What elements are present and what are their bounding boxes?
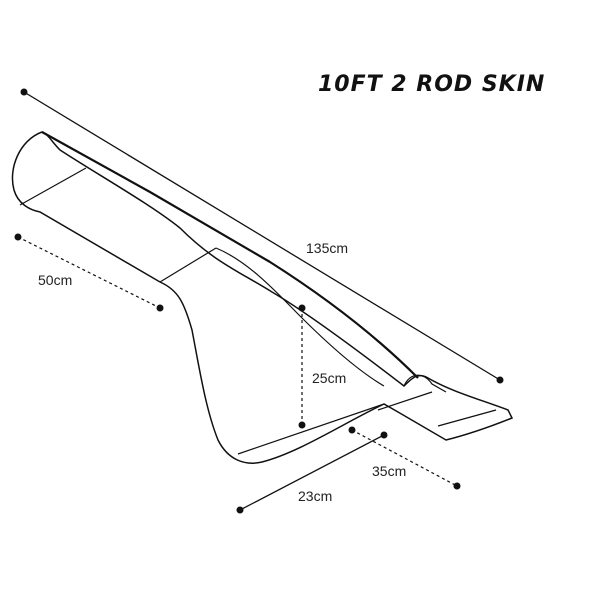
- rear-width-label: 35cm: [372, 463, 407, 479]
- rear-width-dot-end: [453, 482, 461, 490]
- base-width-dimension-line: [239, 434, 385, 511]
- front-width-label: 50cm: [38, 272, 73, 288]
- section-line-1: [159, 247, 217, 283]
- front-width-dot-end: [156, 304, 164, 312]
- front-width-dimension-line: [17, 236, 161, 309]
- base-width-dot-end: [380, 431, 388, 439]
- base-width-dot-start: [236, 506, 244, 514]
- rear-line-2: [437, 409, 497, 427]
- base-width-label: 23cm: [298, 488, 333, 504]
- diagram-title: 10FT 2 ROD SKIN: [318, 72, 546, 97]
- length-dot-start: [20, 88, 28, 96]
- height-dot-top: [298, 304, 306, 312]
- skin-body-outline: [11, 131, 514, 464]
- front-width-dot-start: [14, 233, 22, 241]
- top-ridge-line: [41, 131, 419, 379]
- base-line: [237, 403, 385, 455]
- length-dot-end: [496, 376, 504, 384]
- rear-width-dot-start: [348, 426, 356, 434]
- height-dot-bottom: [298, 421, 306, 429]
- length-dimension-line: [23, 91, 501, 381]
- height-label: 25cm: [312, 370, 347, 386]
- front-rim-line: [19, 167, 87, 206]
- rear-line-1: [377, 391, 433, 411]
- rear-width-dimension-line: [351, 429, 458, 487]
- rear-tab: [403, 374, 447, 393]
- flap-curve: [215, 247, 385, 387]
- length-label: 135cm: [306, 240, 349, 256]
